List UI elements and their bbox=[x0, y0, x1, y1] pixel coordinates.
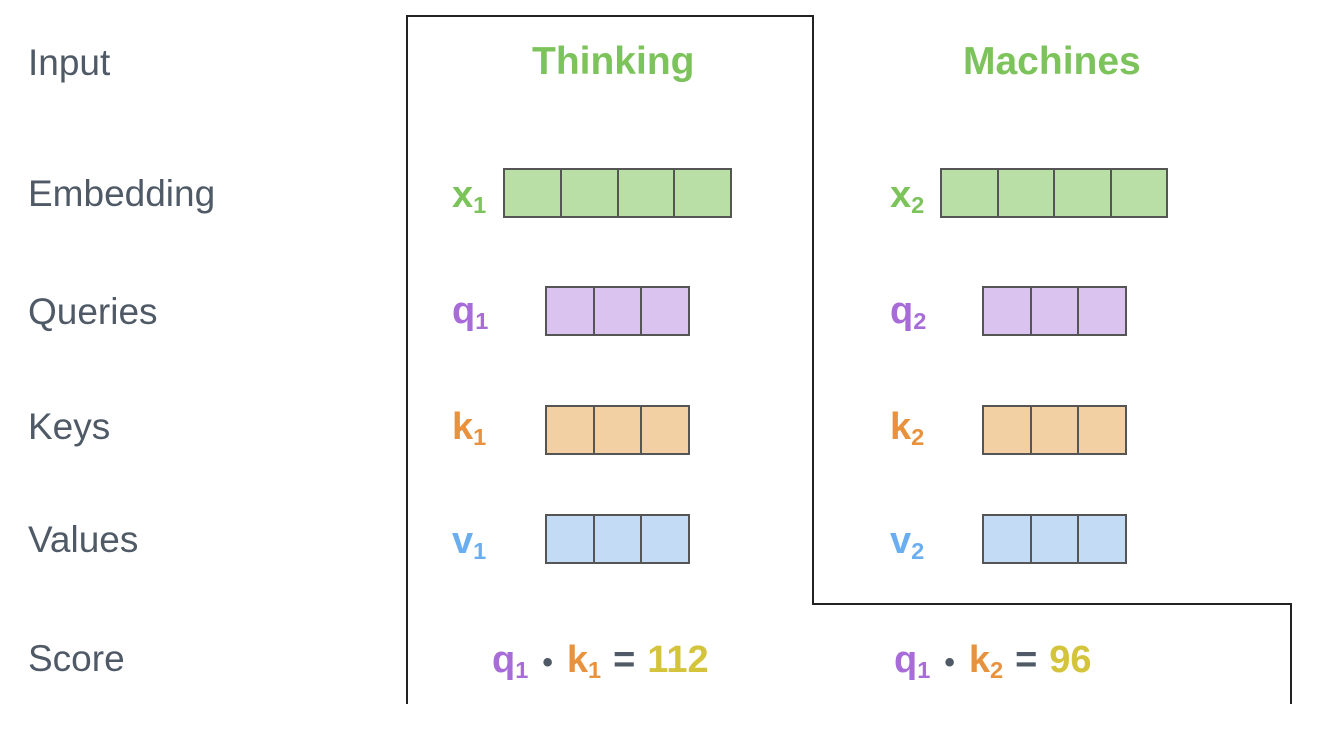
row-label-input: Input bbox=[28, 42, 111, 83]
vector-cell bbox=[1079, 407, 1126, 453]
word-thinking: Thinking bbox=[532, 40, 695, 83]
vector-label-q1: q1 bbox=[452, 290, 489, 334]
vector-cell bbox=[618, 170, 676, 216]
vector-cell bbox=[594, 407, 643, 453]
vector-label-x2: x2 bbox=[890, 174, 925, 218]
vector-cell bbox=[594, 288, 643, 334]
equals-operator: = bbox=[1015, 639, 1038, 681]
query-vector-2 bbox=[982, 286, 1127, 336]
vector-cell bbox=[675, 170, 730, 216]
dot-operator: • bbox=[944, 646, 955, 679]
vector-label-x1: x1 bbox=[452, 174, 487, 218]
row-label-values: Values bbox=[28, 519, 139, 560]
score-query-term: q1 bbox=[894, 639, 931, 683]
row-label-score: Score bbox=[28, 638, 125, 679]
vector-cell bbox=[642, 516, 689, 562]
vector-cell bbox=[547, 516, 595, 562]
score-expression-1: q1 • k1 = 112 bbox=[492, 639, 709, 683]
vector-cell bbox=[1079, 516, 1126, 562]
vector-cell bbox=[642, 288, 689, 334]
vector-label-v1: v1 bbox=[452, 520, 487, 564]
score-query-term: q1 bbox=[492, 639, 529, 683]
score-value: 96 bbox=[1049, 639, 1092, 681]
vector-cell bbox=[505, 170, 562, 216]
value-vector-2 bbox=[982, 514, 1127, 564]
vector-cell bbox=[1031, 407, 1080, 453]
vector-cell bbox=[1031, 516, 1080, 562]
vector-cell bbox=[1031, 288, 1080, 334]
dot-operator: • bbox=[542, 646, 553, 679]
vector-cell bbox=[984, 407, 1032, 453]
word-machines: Machines bbox=[963, 40, 1141, 83]
equals-operator: = bbox=[613, 639, 636, 681]
vector-cell bbox=[1111, 170, 1166, 216]
query-vector-1 bbox=[545, 286, 690, 336]
vector-cell bbox=[942, 170, 999, 216]
vector-label-k1: k1 bbox=[452, 406, 487, 450]
embedding-vector-1 bbox=[503, 168, 732, 218]
row-label-keys: Keys bbox=[28, 406, 111, 447]
vector-cell bbox=[547, 407, 595, 453]
embedding-vector-2 bbox=[940, 168, 1168, 218]
vector-cell bbox=[561, 170, 619, 216]
row-label-embedding: Embedding bbox=[28, 173, 216, 214]
row-label-queries: Queries bbox=[28, 291, 158, 332]
key-vector-2 bbox=[982, 405, 1127, 455]
value-vector-1 bbox=[545, 514, 690, 564]
vector-cell bbox=[642, 407, 689, 453]
vector-cell bbox=[998, 170, 1055, 216]
vector-label-v2: v2 bbox=[890, 520, 925, 564]
score-expression-2: q1 • k2 = 96 bbox=[894, 639, 1092, 683]
vector-cell bbox=[1079, 288, 1126, 334]
score-key-term: k2 bbox=[968, 639, 1004, 683]
vector-label-q2: q2 bbox=[890, 290, 927, 334]
score-key-term: k1 bbox=[566, 639, 602, 683]
vector-cell bbox=[594, 516, 643, 562]
vector-cell bbox=[1055, 170, 1112, 216]
vector-cell bbox=[984, 516, 1032, 562]
vector-label-k2: k2 bbox=[890, 406, 925, 450]
vector-cell bbox=[984, 288, 1032, 334]
vector-cell bbox=[547, 288, 595, 334]
score-value: 112 bbox=[647, 639, 709, 681]
key-vector-1 bbox=[545, 405, 690, 455]
